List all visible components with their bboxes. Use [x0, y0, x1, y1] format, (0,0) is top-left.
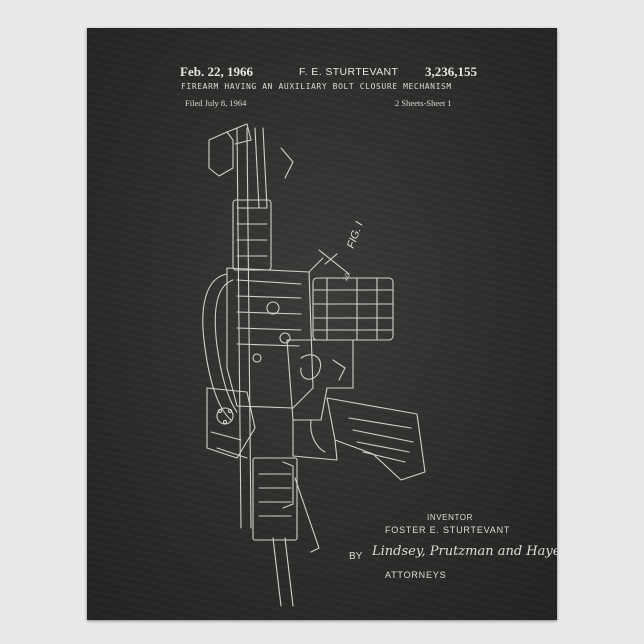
inventor-label: INVENTOR: [427, 513, 473, 522]
buffer-tube: [273, 538, 293, 606]
lower-assembly: [253, 458, 297, 540]
trigger: [311, 420, 325, 452]
leader-line: [319, 250, 349, 274]
attorneys-label: ATTORNEYS: [385, 570, 446, 580]
buttstock: [207, 388, 255, 458]
magazine: [313, 278, 393, 340]
pistol-grip: [327, 398, 425, 480]
front-sight: [209, 132, 233, 176]
lower-receiver: [287, 340, 353, 420]
by-label: BY: [349, 551, 362, 562]
patent-poster: Feb. 22, 1966 F. E. STURTEVANT 3,236,155…: [87, 28, 557, 620]
inventor-full-name: FOSTER E. STURTEVANT: [385, 525, 510, 535]
attorney-signature: Lindsey, Prutzman and Hayes: [372, 544, 557, 559]
